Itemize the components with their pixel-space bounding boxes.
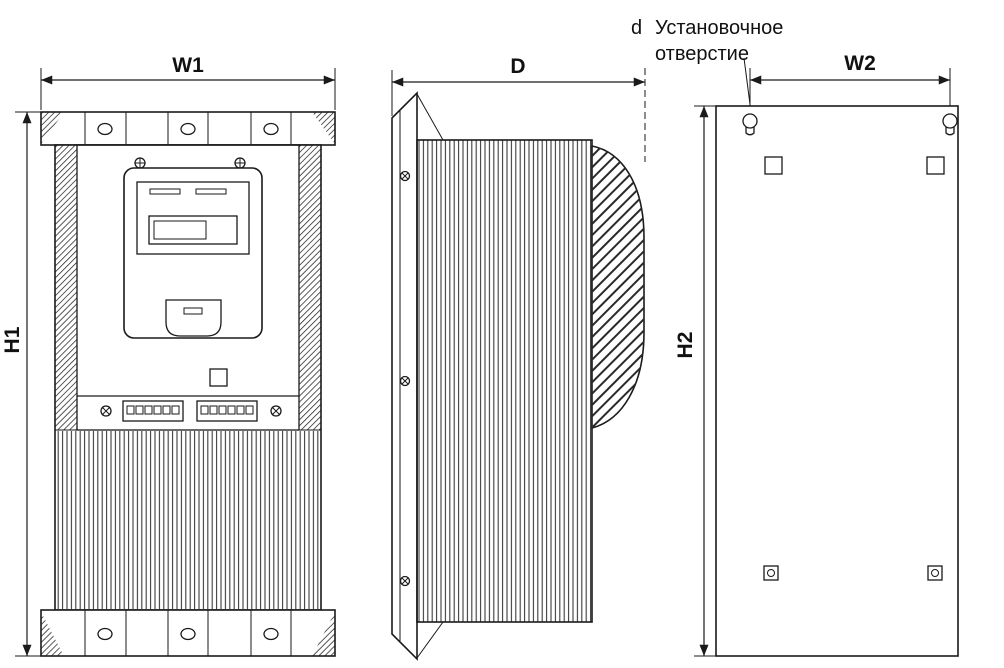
- lower-mounting-hole: [763, 565, 779, 581]
- h2-label: H2: [674, 332, 697, 359]
- keyhole-slot: [942, 113, 958, 136]
- hole-note-line1: Установочное: [655, 17, 783, 39]
- plate-screw: [399, 375, 411, 387]
- back-plate: [715, 105, 959, 657]
- square-cutout: [764, 156, 783, 175]
- terminal-block-left: [122, 400, 184, 422]
- front-heatsink-fins: [56, 431, 320, 609]
- mounting-hole: [97, 122, 113, 136]
- control-panel: [123, 167, 263, 339]
- front-top-flange: [40, 111, 336, 146]
- square-cutout: [926, 156, 945, 175]
- front-inner-frame: [76, 144, 300, 431]
- terminal-block-right: [196, 400, 258, 422]
- dimension-h2: H2: [674, 105, 716, 657]
- flange-corner-hatch: [312, 112, 335, 144]
- panel-latch-tab: [165, 299, 222, 337]
- chamfer-top: [416, 93, 444, 141]
- front-view: W1 H1: [1, 54, 336, 657]
- mounting-hole: [263, 627, 279, 641]
- dimension-h1: H1: [1, 111, 41, 657]
- hole-diameter-label: d: [631, 17, 642, 39]
- back-view: d Установочное отверстие W2 H2: [631, 17, 959, 657]
- display-bezel: [136, 181, 250, 255]
- mounting-hole: [263, 122, 279, 136]
- heatsink-strip-right: [298, 144, 322, 431]
- d-label: D: [510, 55, 525, 78]
- w1-label: W1: [172, 54, 204, 77]
- flange-corner-hatch: [312, 612, 335, 656]
- lcd-display: [148, 215, 238, 245]
- front-bottom-flange: [40, 609, 336, 657]
- heatsink-strip-left: [54, 144, 78, 431]
- mounting-hole-note: d Установочное отверстие: [631, 17, 783, 113]
- plate-screw: [399, 575, 411, 587]
- chamfer-bottom: [416, 621, 444, 659]
- cover-vent-slots: [592, 146, 644, 428]
- dimension-w2: W2: [749, 52, 951, 110]
- side-view: D: [391, 55, 646, 661]
- lower-mounting-hole: [927, 565, 943, 581]
- keyhole-slot: [742, 113, 758, 136]
- mounting-hole: [180, 122, 196, 136]
- side-heatsink-body: [416, 139, 593, 623]
- w2-label: W2: [844, 52, 876, 75]
- mounting-hole: [180, 627, 196, 641]
- hole-note-line2: отверстие: [655, 43, 749, 65]
- terminal-section: [77, 395, 299, 422]
- side-front-cover: [591, 145, 645, 430]
- mounting-hole: [97, 627, 113, 641]
- dimension-d: D: [391, 55, 646, 162]
- side-mounting-plate: [391, 91, 418, 661]
- plate-screw: [399, 170, 411, 182]
- front-square-cutout: [209, 368, 228, 387]
- flange-corner-hatch: [41, 612, 64, 656]
- h1-label: H1: [1, 326, 24, 353]
- flange-corner-hatch: [41, 112, 64, 144]
- dimension-w1: W1: [40, 54, 336, 110]
